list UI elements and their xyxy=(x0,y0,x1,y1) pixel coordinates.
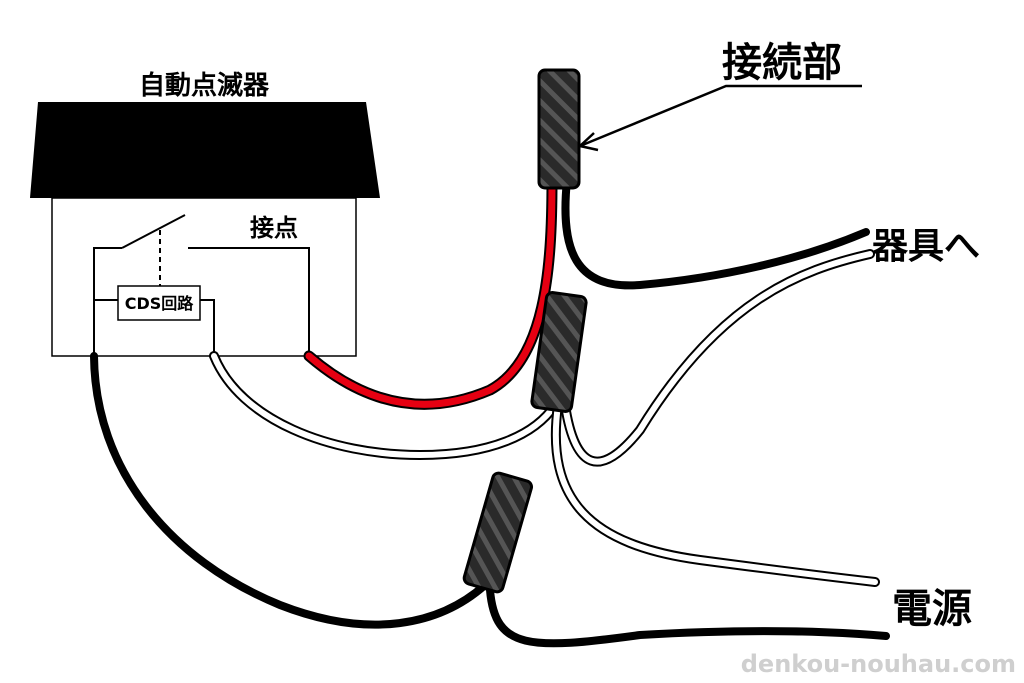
white-wire-to-power xyxy=(550,400,880,587)
device-body xyxy=(51,197,357,357)
black-wire-to-fixture xyxy=(561,176,870,290)
auto-switch-device xyxy=(30,102,380,357)
internal-circuit xyxy=(93,214,310,356)
arrow-icon xyxy=(577,84,862,152)
connector-sleeve-icon xyxy=(462,471,534,594)
connector-sleeve-icon xyxy=(530,291,588,413)
black-wire-to-power xyxy=(486,586,890,648)
cds-circuit-label: CDS回路 xyxy=(125,294,195,313)
connection-label: 接続部 xyxy=(722,40,842,86)
wires xyxy=(90,174,890,648)
watermark: denkou-nouhau.com xyxy=(741,650,1016,678)
device-title: 自動点滅器 xyxy=(139,70,270,101)
device-roof xyxy=(30,102,380,198)
to-fixture-label: 器具へ xyxy=(872,226,980,267)
switch-contact-icon xyxy=(121,214,186,249)
power-source-label: 電源 xyxy=(892,586,972,632)
contact-label: 接点 xyxy=(250,214,298,242)
connectors xyxy=(462,68,588,594)
connector-sleeve-icon xyxy=(537,68,581,190)
cds-circuit-box xyxy=(117,285,201,321)
black-wire-device xyxy=(90,352,489,629)
